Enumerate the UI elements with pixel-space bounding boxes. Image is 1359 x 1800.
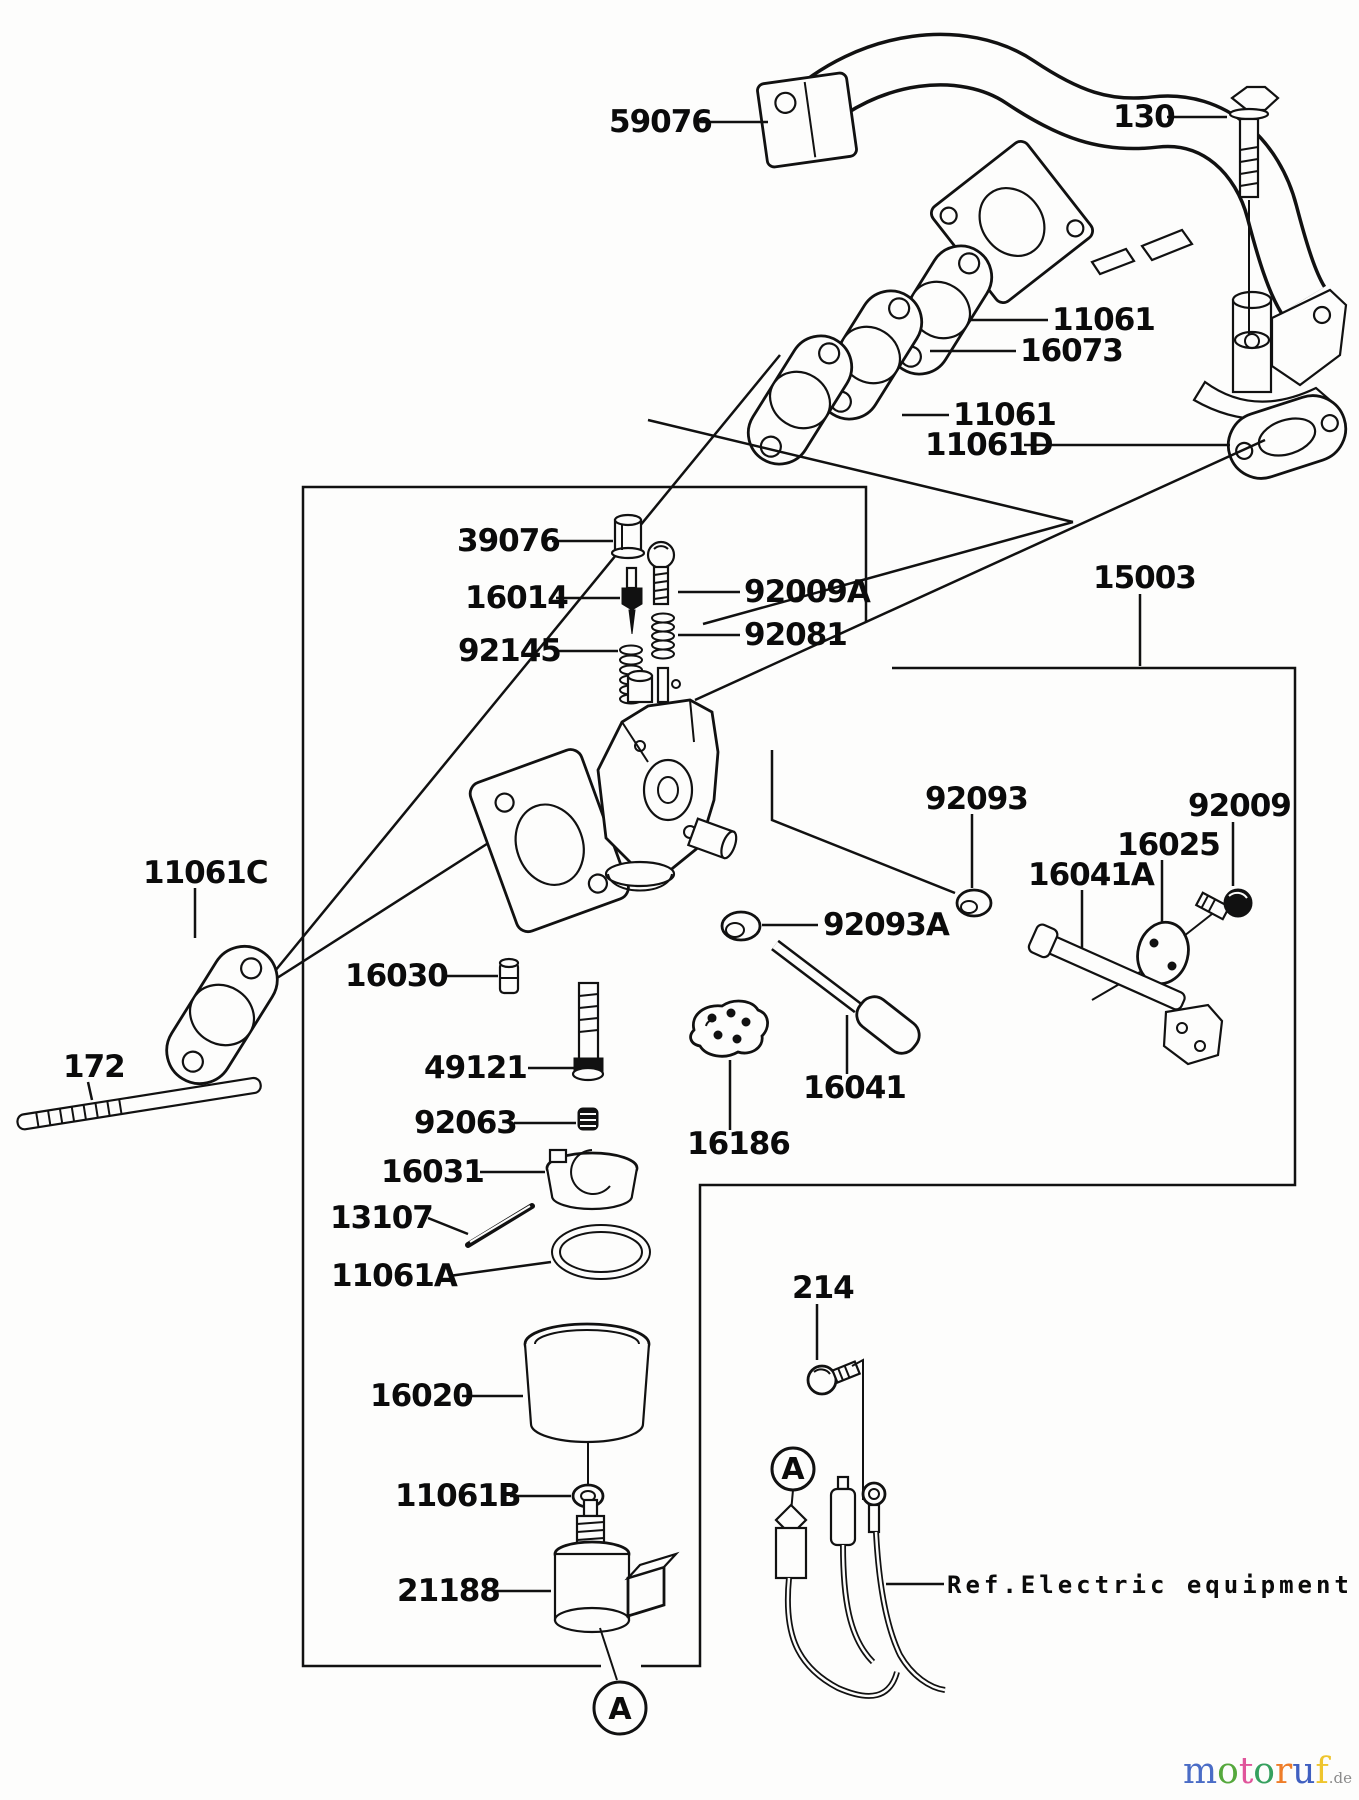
part-label-11061D: 11061D [925, 427, 1053, 463]
logo-letter: r [1274, 1751, 1293, 1792]
jet-92063-drawing [577, 1107, 599, 1131]
assembly-boundary [301, 485, 1297, 1668]
part-label-92081: 92081 [744, 617, 847, 653]
gasket-drawing-11061C [165, 944, 279, 1086]
float-16031-drawing [545, 1148, 639, 1211]
part-label-16020: 16020 [370, 1378, 473, 1414]
part-label-16186: 16186 [687, 1126, 790, 1162]
logo-letter: o [1217, 1751, 1239, 1792]
logo-letter: u [1292, 1751, 1316, 1792]
part-label-11061A: 11061A [331, 1258, 458, 1294]
needle-16014-drawing [621, 566, 643, 635]
pointer-lines [262, 354, 1266, 989]
detail-marker-a-wiring: A [770, 1446, 816, 1492]
screw-92009-drawing [1194, 888, 1253, 921]
part-label-11061-a: 11061 [1052, 302, 1155, 338]
part-label-15003: 15003 [1093, 560, 1196, 596]
detail-marker-a-bottom: A [592, 1680, 648, 1736]
logo-tld: .de [1328, 1769, 1352, 1787]
part-label-92093: 92093 [925, 781, 1028, 817]
carburetor-body-drawing [468, 666, 738, 934]
plug-16030-drawing [498, 957, 520, 995]
grommet-92093A-drawing [720, 910, 762, 942]
gasket-drawing-11061D [1226, 394, 1348, 480]
detail-marker-a-wiring-label: A [781, 1452, 805, 1487]
choke-plate-16025-drawing [1091, 913, 1213, 1001]
choke-shaft-16041A-drawing [1027, 923, 1224, 1066]
part-label-21188: 21188 [397, 1573, 500, 1609]
bolt-130-drawing [1228, 85, 1280, 335]
part-label-16041: 16041 [803, 1070, 906, 1106]
cap-39076-drawing [610, 513, 646, 560]
logo-letter: t [1238, 1751, 1254, 1792]
part-label-16030: 16030 [345, 958, 448, 994]
plate-16186-drawing [689, 999, 769, 1058]
solenoid-21188-drawing [553, 1498, 680, 1681]
washer-11061B-drawing [571, 1442, 605, 1509]
part-label-92145: 92145 [458, 633, 561, 669]
detail-marker-a-bottom-label: A [608, 1692, 632, 1727]
float-bowl-16020-drawing [523, 1322, 651, 1444]
gasket-drawing-11061-16073 [746, 244, 994, 466]
logo-letter: m [1183, 1751, 1218, 1792]
grommet-92093-drawing [955, 888, 993, 918]
part-number-labels: 59076 130 11061 16073 11061 11061D 39076… [63, 99, 1353, 1609]
part-label-16014: 16014 [465, 580, 568, 616]
part-label-59076: 59076 [609, 104, 712, 140]
wiring-harness-drawing [774, 1475, 946, 1699]
part-label-172: 172 [63, 1049, 125, 1085]
ref-electric-equipment-note: Ref.Electric equipment [947, 1571, 1353, 1599]
part-label-92063: 92063 [414, 1105, 517, 1141]
stud-172-drawing [16, 1076, 262, 1131]
part-label-16041A: 16041A [1028, 857, 1155, 893]
part-label-130: 130 [1113, 99, 1175, 135]
part-label-11061C: 11061C [143, 855, 268, 891]
float-pin-13107-drawing [465, 1203, 535, 1248]
throttle-shaft-16041-drawing [771, 939, 921, 1055]
part-label-13107: 13107 [330, 1200, 433, 1236]
part-label-16025: 16025 [1117, 827, 1220, 863]
part-label-214: 214 [792, 1270, 854, 1306]
bolt-49121-drawing [571, 981, 605, 1082]
screw-214-drawing [806, 1358, 864, 1500]
screw-92009A-drawing [646, 540, 676, 606]
part-label-92009A: 92009A [744, 574, 871, 610]
part-label-49121: 49121 [424, 1050, 527, 1086]
part-label-11061B: 11061B [395, 1478, 520, 1514]
leader-lines [86, 115, 1235, 1593]
part-label-39076: 39076 [457, 523, 560, 559]
motoruf-logo[interactable]: motoruf.de [1183, 1750, 1359, 1800]
part-label-92009: 92009 [1188, 788, 1291, 824]
part-label-92093A: 92093A [823, 907, 950, 943]
logo-letter: o [1253, 1751, 1275, 1792]
part-label-16073: 16073 [1020, 333, 1123, 369]
spring-92081-drawing [651, 612, 675, 660]
part-label-16031: 16031 [381, 1154, 484, 1190]
part-label-11061-b: 11061 [953, 397, 1056, 433]
logo-letter: f [1315, 1751, 1329, 1792]
oring-11061A-drawing [551, 1224, 651, 1280]
